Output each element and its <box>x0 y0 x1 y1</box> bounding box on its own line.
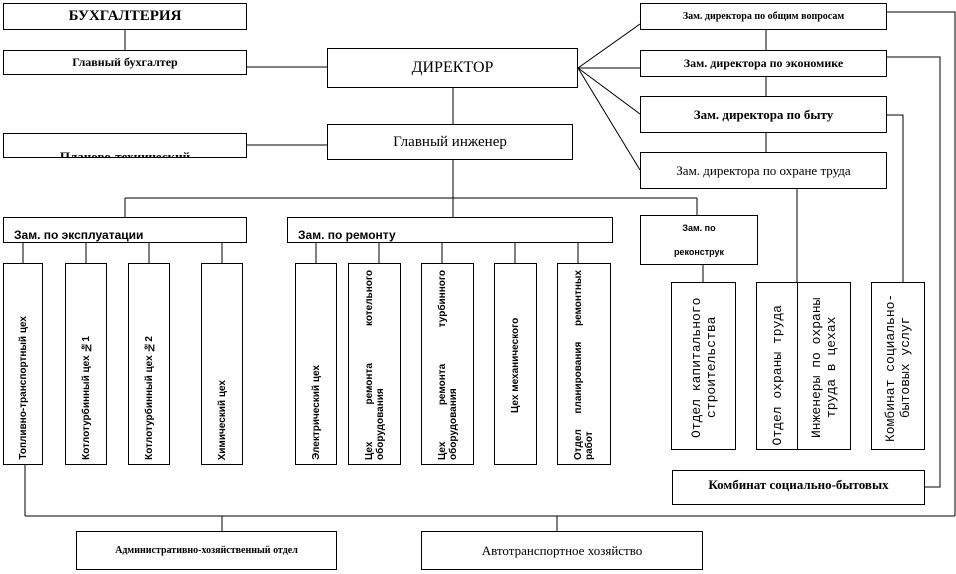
social-combine-box: Комбинат социально-бытовых <box>672 470 925 505</box>
deputy-living-label: Зам. директора по быту <box>693 106 834 122</box>
operations-unit: Химический цех <box>201 263 243 465</box>
chief-engineer-label: Главный инженер <box>393 133 507 150</box>
reconstruction-deputy-box: Зам. по реконструк <box>640 215 758 265</box>
unit-label: Котлотурбинный цех №2 <box>143 336 155 460</box>
chief-engineer-box: Главный инженер <box>327 124 573 160</box>
repair-unit: Цех ремонта турбинного оборудования <box>421 263 474 465</box>
unit-label: Электрический цех <box>310 365 322 460</box>
deputy-labor-safety-box: Зам. директора по охране труда <box>640 152 887 189</box>
deputy-economy-label: Зам. директора по экономике <box>683 56 844 70</box>
repair-unit: Отдел планирования ремонтных работ <box>557 263 611 465</box>
operations-deputy-box: Зам. по эксплуатации <box>3 217 247 243</box>
transport-box: Автотранспортное хозяйство <box>421 531 703 570</box>
unit-label: Отдел капитального строительства <box>688 297 719 438</box>
repair-unit: Цех механического <box>494 263 537 465</box>
deputy-economy-box: Зам. директора по экономике <box>640 50 887 77</box>
repair-deputy-box: Зам. по ремонту <box>287 217 613 243</box>
director-label: ДИРЕКТОР <box>411 59 494 76</box>
deputy-labor-safety-label: Зам. директора по охране труда <box>676 162 851 178</box>
planning-dept-label: Планово-технический <box>59 149 191 158</box>
unit-label: Отдел планирования ремонтных работ <box>573 270 595 460</box>
unit-label: Котлотурбинный цех №1 <box>80 336 92 460</box>
unit-label: Отдел охраны труда <box>769 304 785 445</box>
operations-deputy-label: Зам. по эксплуатации <box>14 228 144 242</box>
capital-construction-dept: Отдел капитального строительства <box>671 282 736 450</box>
social-services-combine-vertical: Комбинат социально-бытовых услуг <box>871 282 925 450</box>
accounting-label: БУХГАЛТЕРИЯ <box>68 8 182 24</box>
repair-unit: Электрический цех <box>295 263 337 465</box>
admin-dept-label: Административно-хозяйственный отдел <box>115 545 298 556</box>
unit-label: Цех механического <box>510 317 521 413</box>
accounting-box: БУХГАЛТЕРИЯ <box>3 3 247 30</box>
operations-unit: Котлотурбинный цех №2 <box>128 263 170 465</box>
repair-deputy-label: Зам. по ремонту <box>298 228 396 242</box>
reconstruction-title-line2: реконструк <box>673 247 725 257</box>
admin-dept-box: Административно-хозяйственный отдел <box>76 531 337 570</box>
chief-accountant-label: Главный бухгалтер <box>72 55 178 69</box>
social-combine-label: Комбинат социально-бытовых <box>708 477 889 492</box>
deputy-living-box: Зам. директора по быту <box>640 96 887 133</box>
unit-label: Химический цех <box>216 379 228 460</box>
unit-label: Цех ремонта турбинного оборудования <box>436 270 459 460</box>
director-box: ДИРЕКТОР <box>327 48 578 88</box>
repair-unit: Цех ремонта котельного оборудования <box>348 263 401 465</box>
chief-accountant-box: Главный бухгалтер <box>3 50 247 75</box>
labor-safety-dept: Отдел охраны труда <box>756 282 798 450</box>
reconstruction-title-line1: Зам. по <box>682 223 716 233</box>
planning-dept-box: Планово-технический <box>3 133 247 158</box>
operations-unit: Топливно-транспортный цех <box>3 263 43 465</box>
deputy-general-box: Зам. директора по общим вопросам <box>640 3 887 30</box>
unit-label: Инженеры по охраны труда в цехах <box>809 297 839 438</box>
unit-label: Цех ремонта котельного оборудования <box>363 270 386 460</box>
transport-label: Автотранспортное хозяйство <box>481 542 643 558</box>
operations-unit: Котлотурбинный цех №1 <box>65 263 107 465</box>
unit-label: Комбинат социально-бытовых услуг <box>883 293 913 442</box>
deputy-general-label: Зам. директора по общим вопросам <box>682 11 845 22</box>
unit-label: Топливно-транспортный цех <box>17 316 29 460</box>
labor-safety-engineers: Инженеры по охраны труда в цехах <box>797 282 851 450</box>
